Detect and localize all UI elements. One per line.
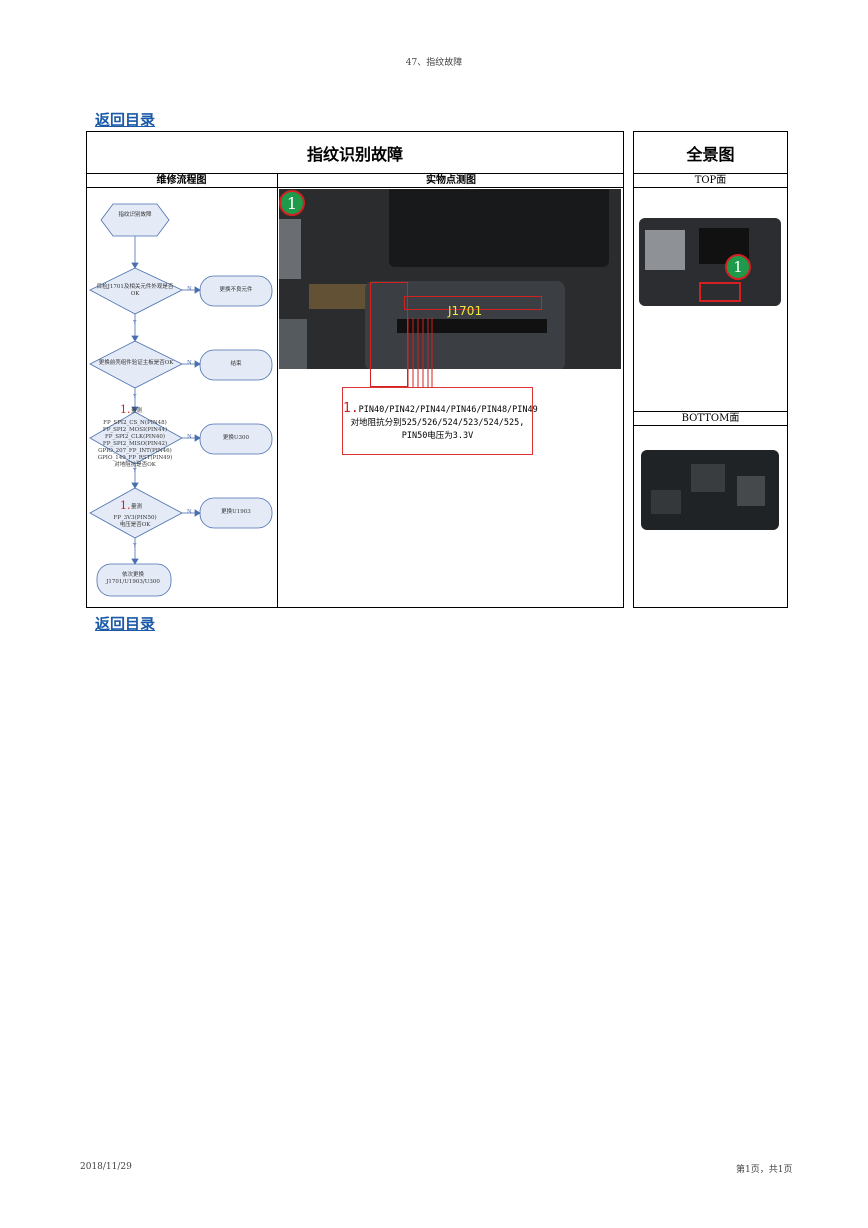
component xyxy=(279,319,307,369)
flow-yes-label: Y xyxy=(133,543,137,549)
flow-yes-label: Y xyxy=(133,320,137,326)
measurement-highlight-box xyxy=(370,282,408,387)
flow-decision-3-lines: FP_SPI2_CS_N(PIN48) FP_SPI2_MOSI(PIN44) … xyxy=(88,420,182,469)
flow-start-hexagon xyxy=(100,203,170,237)
flow-result-3-label: 更换U300 xyxy=(222,435,250,441)
flow-result-1 xyxy=(199,275,273,307)
divider xyxy=(86,173,624,174)
flow-decision-3-line: FP_SPI2_MOSI(PIN44) xyxy=(102,427,168,433)
chip xyxy=(651,490,681,514)
flow-decision-4-number: 1. xyxy=(120,499,131,512)
flow-result-3 xyxy=(199,423,273,455)
callout-line-1: PIN40/PIN42/PIN44/PIN46/PIN48/PIN49 xyxy=(358,405,538,415)
flow-decision-4-line1: FP_3V3(PIN50) xyxy=(113,515,157,521)
flow-no-label: N xyxy=(187,434,192,440)
chip xyxy=(691,464,725,492)
flow-result-1-label: 更换不良元件 xyxy=(219,287,253,293)
flow-no-label: N xyxy=(187,360,192,366)
probe-lines xyxy=(407,318,433,388)
flow-end xyxy=(96,563,172,597)
flow-no-label: N xyxy=(187,509,192,515)
component xyxy=(279,219,301,279)
trace xyxy=(309,284,369,309)
flow-yes-label: Y xyxy=(133,468,137,474)
overview-table xyxy=(633,131,788,608)
connector-label: J1701 xyxy=(448,304,483,318)
step-badge: 1 xyxy=(725,254,751,280)
pcb-measurement-photo xyxy=(279,189,621,369)
back-to-toc-link-top[interactable]: 返回目录 xyxy=(95,111,156,129)
sim-tray xyxy=(645,230,685,270)
main-table xyxy=(86,131,624,608)
flow-result-4-label: 更换U1903 xyxy=(221,509,251,515)
pin-highlight-box xyxy=(404,296,542,310)
connector-location-box xyxy=(699,282,741,302)
flow-decision-4-line2: 电压是否OK xyxy=(119,522,151,528)
flow-decision-4-head: 量测 xyxy=(131,504,143,510)
step-badge: 1 xyxy=(279,190,305,216)
main-title: 指纹识别故障 xyxy=(306,144,403,164)
connector-slot xyxy=(397,319,547,333)
flow-decision-3-line: FP_SPI2_MISO(PIN42) xyxy=(102,441,168,447)
top-side-board-image: 1 xyxy=(639,218,781,306)
flow-decision-3-head: 量测 xyxy=(131,408,143,414)
page-header: 47、指纹故障 xyxy=(405,58,463,68)
overview-title: 全景图 xyxy=(686,144,735,164)
footer-page: 第1页，共1页 xyxy=(736,1165,793,1175)
callout-number: 1. xyxy=(343,401,359,416)
flow-result-2 xyxy=(199,349,273,381)
back-to-toc-link-bottom[interactable]: 返回目录 xyxy=(95,615,156,633)
top-side-header: TOP面 xyxy=(694,175,727,186)
flow-end-label: 依次更换 J1701/U1903/U300 xyxy=(106,572,160,585)
callout-line-3: PIN50电压为3.3V xyxy=(401,431,474,441)
flowchart-column-header: 维修流程图 xyxy=(156,175,207,186)
flow-decision-3-line: 对地阻抗是否OK xyxy=(114,462,156,468)
divider xyxy=(633,187,788,188)
chip-shield xyxy=(389,189,609,267)
repair-flowchart xyxy=(89,203,273,597)
measurement-callout: 1.PIN40/PIN42/PIN44/PIN46/PIN48/PIN49 对地… xyxy=(342,387,538,455)
bottom-side-board-image xyxy=(641,450,779,530)
flow-decision-4 xyxy=(89,487,183,539)
flow-decision-1-label: 目检J1701及相关元件外观是否OK xyxy=(96,284,174,297)
flow-result-2-label: 结束 xyxy=(230,361,242,367)
flow-decision-3-line: FP_SPI2_CLK(PIN40) xyxy=(104,434,166,440)
bottom-side-header: BOTTOM面 xyxy=(681,413,740,424)
divider xyxy=(277,173,278,608)
flow-yes-label: Y xyxy=(133,394,137,400)
divider xyxy=(86,187,624,188)
divider xyxy=(633,425,788,426)
flow-decision-3-number: 1. xyxy=(120,403,131,416)
flow-decision-3-line: GPIO_207_FP_INT(PIN46) xyxy=(98,448,172,454)
footer-date: 2018/11/29 xyxy=(80,1162,132,1172)
flow-decision-3-line: FP_SPI2_CS_N(PIN48) xyxy=(103,420,167,426)
flow-start-label: 指纹识别故障 xyxy=(118,212,152,218)
divider xyxy=(633,411,788,412)
photo-column-header: 实物点测图 xyxy=(426,175,476,186)
divider xyxy=(633,173,788,174)
flow-decision-2-label: 更换前壳组件验证主板是否OK xyxy=(98,360,174,366)
chip xyxy=(737,476,765,506)
flow-decision-3-line: GPIO_149_FP_RST(PIN49) xyxy=(97,455,173,461)
flow-no-label: N xyxy=(187,286,192,292)
callout-line-2: 对地阻抗分别525/526/524/523/524/525, xyxy=(350,418,525,428)
